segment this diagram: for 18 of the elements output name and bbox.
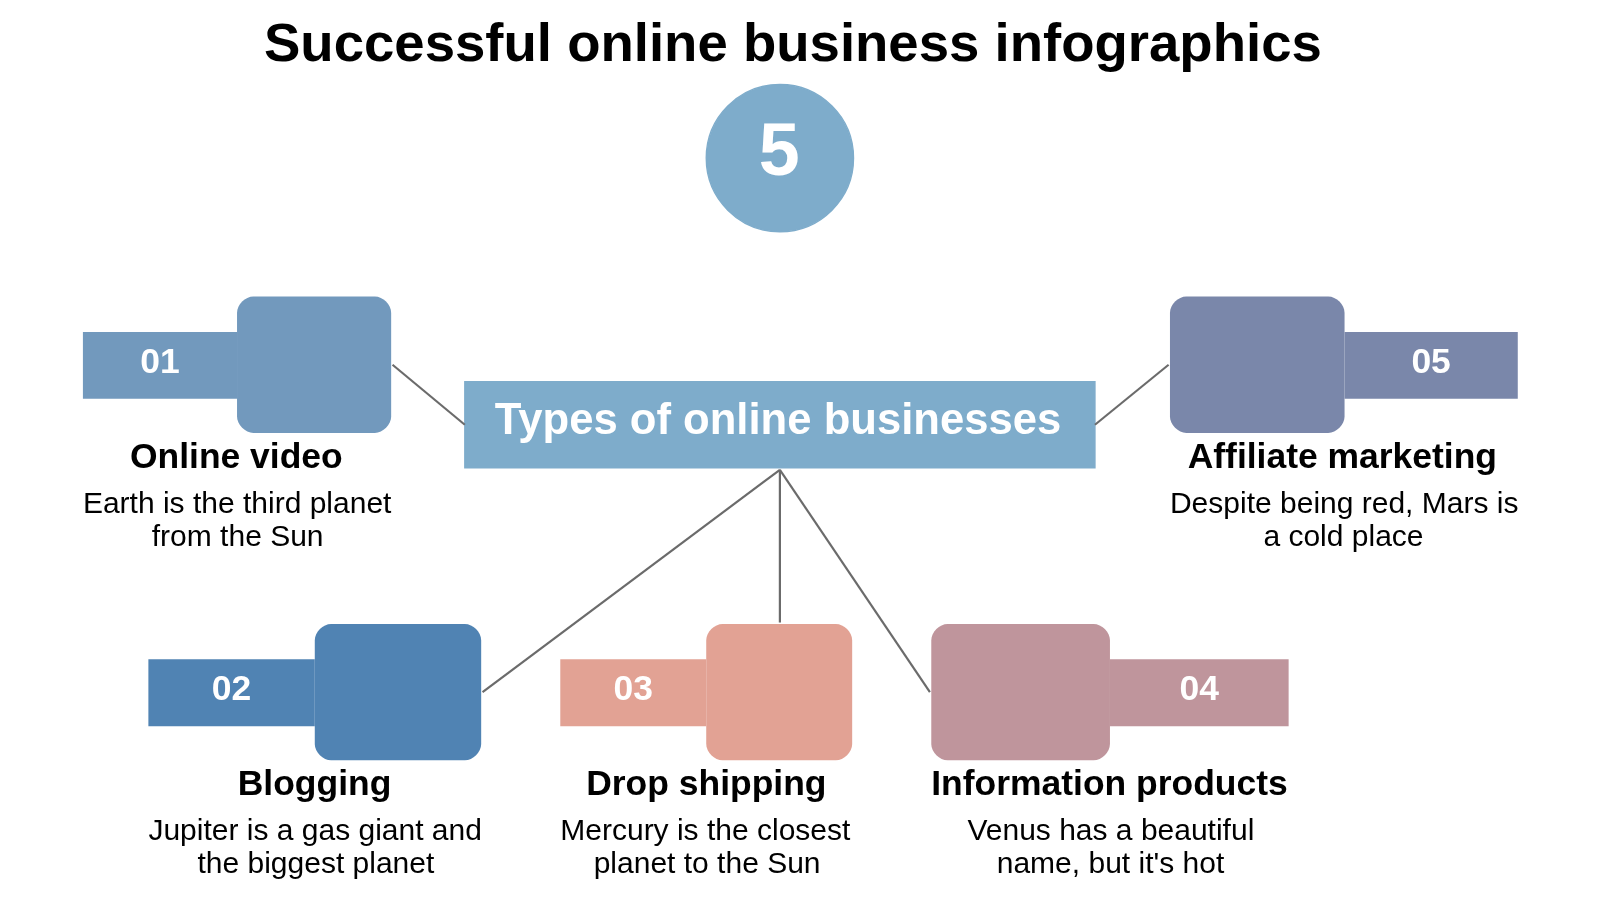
node-label: Venus has a beautiful name, but it's hot: [967, 813, 1255, 879]
connector: [778, 469, 931, 693]
node-box: Types of online businesses: [464, 381, 1096, 469]
node-label: Earth is the third planet from the Sun: [82, 485, 392, 552]
connector: [778, 469, 781, 623]
node-label: Despite being red, Mars is a cold place: [1169, 485, 1519, 552]
diagram-title: Successful online business infographics: [263, 12, 1322, 74]
connector: [1094, 363, 1170, 426]
node-label: Jupiter is a gas giant and the biggest planet: [148, 813, 482, 879]
node-label: Information products: [931, 763, 1288, 804]
node-label: Online video: [129, 436, 343, 477]
connector: [391, 363, 466, 426]
node-label: Blogging: [237, 763, 392, 804]
node-circle: 5: [705, 83, 855, 233]
node-label: Drop shipping: [586, 763, 827, 804]
node-label: Mercury is the closest planet to the Sun: [560, 813, 851, 879]
connector: [481, 468, 781, 693]
node-label: Affiliate marketing: [1187, 436, 1498, 477]
